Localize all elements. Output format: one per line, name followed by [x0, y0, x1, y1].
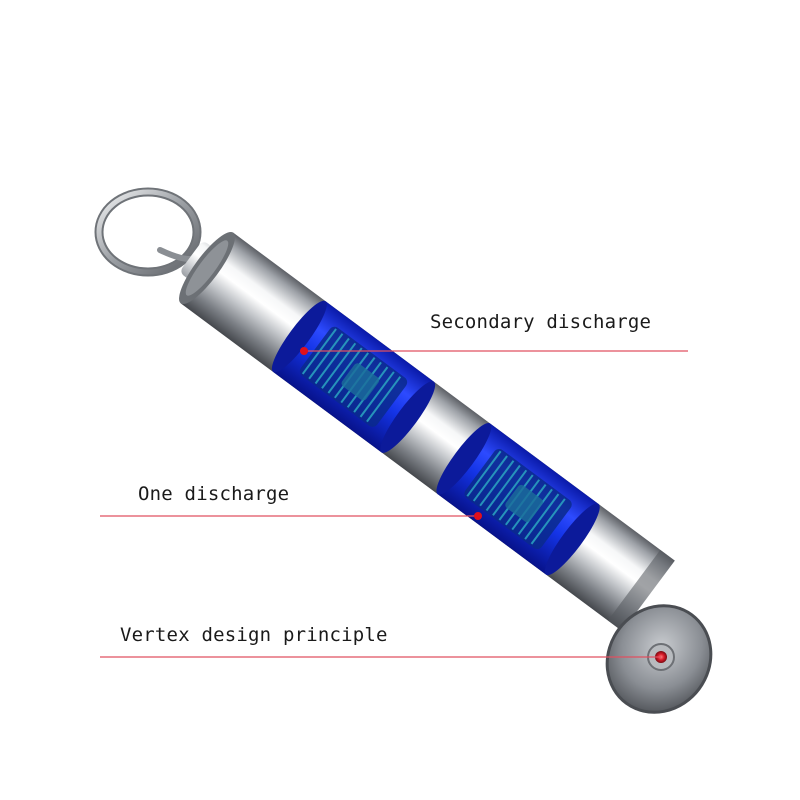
marker-dot-secondary [300, 347, 308, 355]
callout-vertex-design-principle: Vertex design principle [120, 624, 388, 646]
callout-secondary-discharge: Secondary discharge [430, 311, 652, 333]
callout-one-discharge: One discharge [138, 483, 290, 505]
marker-dot-one [474, 512, 482, 520]
secondary-spring-window [271, 300, 436, 453]
key-ring-icon [94, 187, 202, 277]
leader-lines [100, 350, 688, 658]
one-spring-window [436, 422, 600, 576]
marker-dots [300, 347, 482, 520]
metal-cylinder [179, 231, 675, 632]
